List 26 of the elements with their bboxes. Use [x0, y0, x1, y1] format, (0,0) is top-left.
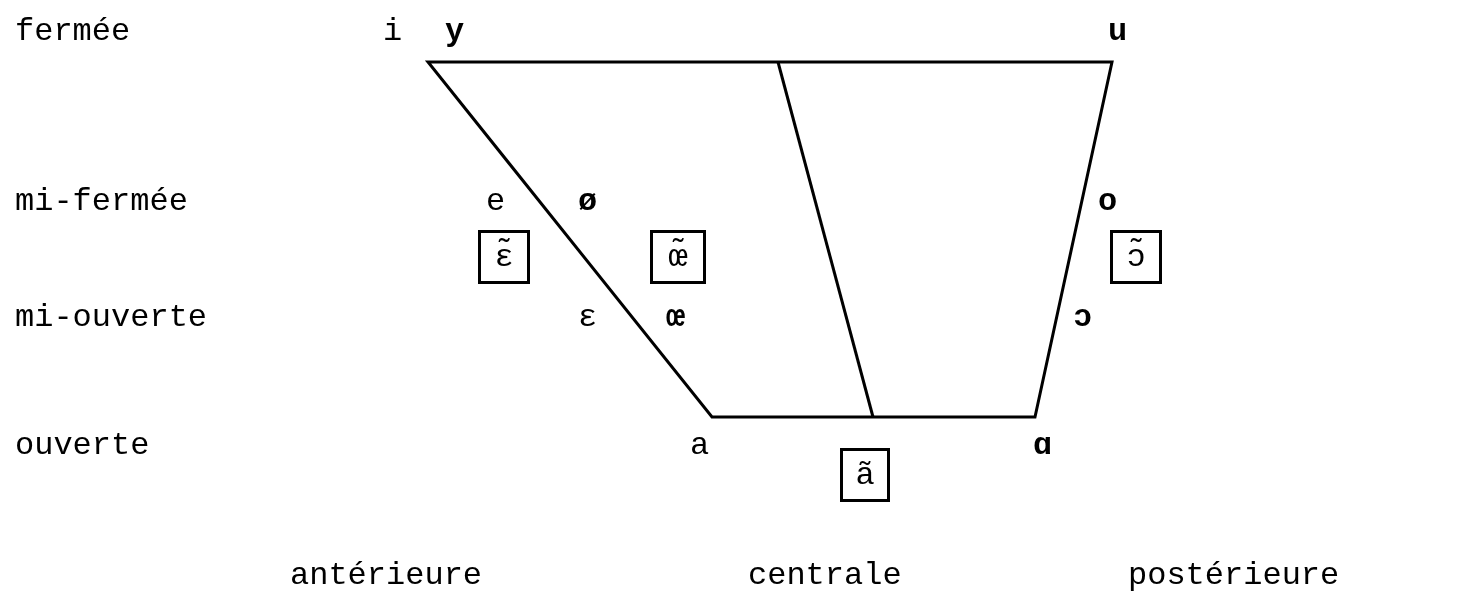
row-label: mi-fermée	[15, 186, 188, 218]
vowel-symbol: ø	[578, 186, 598, 218]
vowel-symbol: ɔ	[1073, 302, 1093, 334]
vowel-symbol: ɔ̃	[1126, 238, 1146, 276]
nasal-vowel-box	[478, 230, 530, 284]
row-label: ouverte	[15, 430, 150, 462]
vowel-symbol: y	[445, 16, 465, 48]
column-label: antérieure	[290, 560, 483, 592]
vowel-symbol: i	[383, 16, 403, 48]
nasal-vowel-box	[650, 230, 706, 284]
vowel-symbol: e	[486, 186, 506, 218]
vowel-symbol: œ̃	[668, 238, 688, 276]
vowel-symbol: ã	[855, 456, 875, 494]
row-label: fermée	[15, 16, 131, 48]
nasal-vowel-box	[840, 448, 890, 502]
vowel-symbol: o	[1098, 186, 1118, 218]
column-label: postérieure	[1128, 560, 1340, 592]
vowel-symbol: ɑ	[1033, 430, 1053, 462]
column-label: centrale	[748, 560, 902, 592]
vowel-symbol: ɛ̃	[494, 238, 514, 276]
vowel-symbol: ɛ	[578, 302, 598, 334]
vowel-symbol: u	[1108, 16, 1128, 48]
row-label: mi-ouverte	[15, 302, 208, 334]
nasal-vowel-box	[1110, 230, 1162, 284]
vowel-symbol: a	[690, 430, 710, 462]
vowel-symbol: œ	[666, 302, 686, 334]
